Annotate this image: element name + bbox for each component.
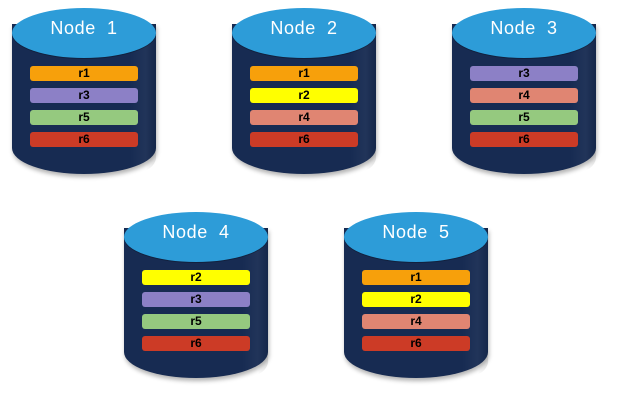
node-label: Node 5 [382,222,450,242]
node-label: Node 4 [162,222,230,242]
replica-bar[interactable]: r6 [362,336,470,351]
database-node-1[interactable]: Node 1 r1 r3 r5 r6 [8,6,160,191]
cylinder-top-icon [124,212,268,262]
replica-bar[interactable]: r2 [362,292,470,307]
replica-bar[interactable]: r1 [30,66,138,81]
replica-bar[interactable]: r2 [142,270,250,285]
replica-bar[interactable]: r2 [250,88,358,103]
replica-bar[interactable]: r1 [362,270,470,285]
replica-bar[interactable]: r6 [470,132,578,147]
replica-list: r1 r2 r4 r6 [344,270,488,358]
node-label: Node 1 [50,18,118,38]
replica-list: r1 r2 r4 r6 [232,66,376,154]
replica-bar[interactable]: r5 [470,110,578,125]
cylinder-top-icon [344,212,488,262]
database-node-3[interactable]: Node 3 r3 r4 r5 r6 [448,6,600,191]
replica-bar[interactable]: r3 [470,66,578,81]
database-node-5[interactable]: Node 5 r1 r2 r4 r6 [340,210,492,395]
replica-bar[interactable]: r4 [250,110,358,125]
database-node-4[interactable]: Node 4 r2 r3 r5 r6 [120,210,272,395]
node-label: Node 3 [490,18,558,38]
replica-bar[interactable]: r4 [470,88,578,103]
cylinder-top-icon [452,8,596,58]
replica-bar[interactable]: r4 [362,314,470,329]
replica-list: r1 r3 r5 r6 [12,66,156,154]
database-node-2[interactable]: Node 2 r1 r2 r4 r6 [228,6,380,191]
replica-bar[interactable]: r5 [142,314,250,329]
replica-list: r3 r4 r5 r6 [452,66,596,154]
replica-bar[interactable]: r3 [30,88,138,103]
replica-bar[interactable]: r6 [30,132,138,147]
node-label: Node 2 [270,18,338,38]
cylinder-top-icon [12,8,156,58]
replica-bar[interactable]: r6 [250,132,358,147]
replica-bar[interactable]: r5 [30,110,138,125]
replica-bar[interactable]: r6 [142,336,250,351]
cylinder-top-icon [232,8,376,58]
replica-bar[interactable]: r1 [250,66,358,81]
replica-bar[interactable]: r3 [142,292,250,307]
replica-list: r2 r3 r5 r6 [124,270,268,358]
